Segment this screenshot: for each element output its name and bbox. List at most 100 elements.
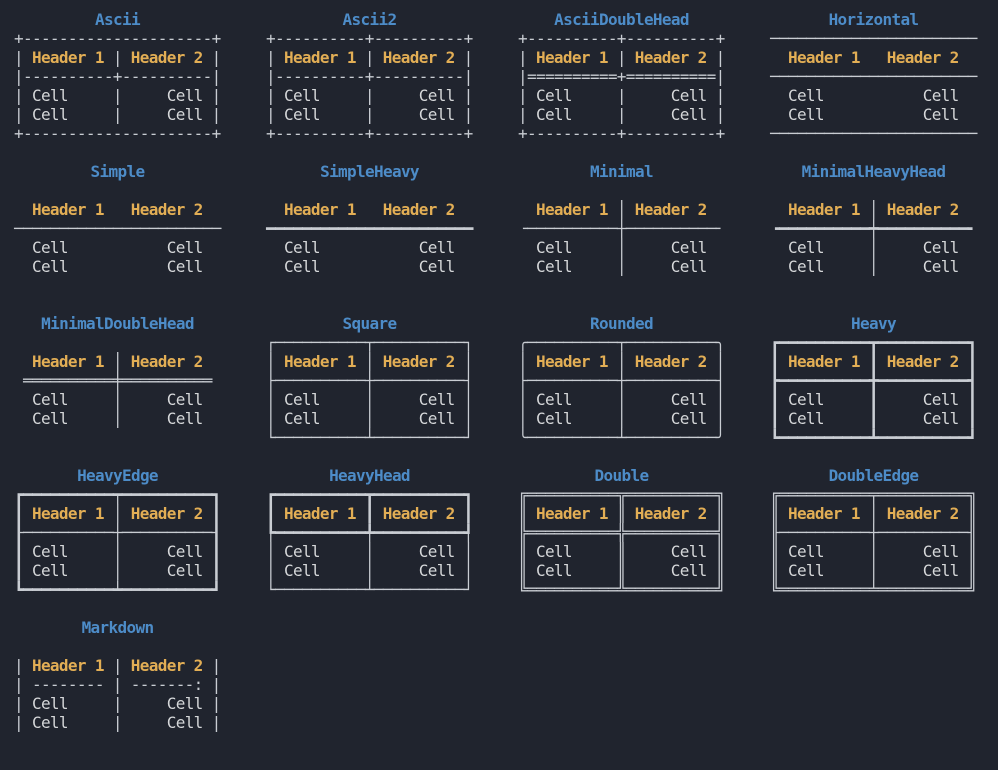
table-line: +---------------------+ <box>14 29 221 48</box>
border-chars: ║ <box>608 504 635 523</box>
header-text: Header 1 <box>536 352 608 371</box>
border-chars <box>626 561 671 580</box>
border-chars <box>572 561 617 580</box>
border-chars: │ <box>869 257 878 276</box>
table-line: ╺━━━━━━━━━━┿━━━━━━━━━━╸ <box>770 219 977 238</box>
cell-text: Cell <box>536 105 572 124</box>
table-line: Cell │ Cell <box>14 409 221 428</box>
border-chars <box>122 694 167 713</box>
cell-text: Cell <box>419 238 455 257</box>
cell-text: Cell <box>32 409 68 428</box>
table-line <box>770 276 977 295</box>
border-chars: ┃ <box>869 409 878 428</box>
cell-text: Cell <box>167 238 203 257</box>
border-chars: │ <box>716 409 725 428</box>
box-style-title: MinimalDoubleHead <box>14 314 221 333</box>
header-text: Header 1 <box>788 352 860 371</box>
header-text: Header 1 <box>284 504 356 523</box>
border-chars <box>68 409 113 428</box>
header-text: Header 1 <box>284 48 356 67</box>
table-line: ┗━━━━━━━━━━┻━━━━━━━━━━┛ <box>770 428 977 447</box>
border-chars <box>455 105 464 124</box>
box-style-title: MinimalHeavyHead <box>770 162 977 181</box>
box-style-title: Simple <box>14 162 221 181</box>
border-chars: | <box>518 86 536 105</box>
border-chars <box>455 542 464 561</box>
table-line: │ Cell │ Cell │ <box>518 390 725 409</box>
cell-text: Cell <box>284 542 320 561</box>
border-chars <box>626 542 671 561</box>
table-line: +----------+----------+ <box>518 29 725 48</box>
header-text: Header 1 <box>284 200 356 219</box>
table-line <box>14 428 221 447</box>
border-chars: ╚══════════╧══════════╝ <box>770 580 977 599</box>
border-chars <box>203 86 212 105</box>
border-chars: ┃ <box>770 352 788 371</box>
border-chars <box>626 238 671 257</box>
border-chars: │ <box>617 200 626 219</box>
border-chars: ║ <box>968 561 977 580</box>
border-chars: | <box>266 105 284 124</box>
border-chars: | <box>14 713 32 732</box>
table-line: ║ Header 1 │ Header 2 ║ <box>770 504 977 523</box>
cell-text: Cell <box>923 105 959 124</box>
border-chars <box>203 409 221 428</box>
table-line: +---------------------+ <box>14 124 221 143</box>
header-text: Header 2 <box>887 48 959 67</box>
cell-text: Cell <box>32 257 68 276</box>
border-chars: │ <box>617 257 626 276</box>
border-chars: │ <box>266 390 284 409</box>
border-chars <box>122 409 167 428</box>
border-chars <box>770 48 788 67</box>
border-chars: ║ <box>770 504 788 523</box>
cell-text: Cell <box>32 86 68 105</box>
border-chars <box>770 238 788 257</box>
border-chars: ║ <box>518 504 536 523</box>
header-text: Header 1 <box>284 352 356 371</box>
border-chars: ║ <box>716 542 725 561</box>
box-style-title: SimpleHeavy <box>266 162 473 181</box>
border-chars <box>626 86 671 105</box>
border-chars: │ <box>617 390 626 409</box>
cell-text: Cell <box>923 257 959 276</box>
box-style-title: AsciiDoubleHead <box>518 10 725 29</box>
cell-text: Cell <box>284 257 320 276</box>
border-chars: |----------+----------| <box>266 67 473 86</box>
border-chars <box>824 86 923 105</box>
border-chars: | <box>464 86 473 105</box>
header-text: Header 2 <box>383 352 455 371</box>
border-chars <box>572 238 617 257</box>
table-line: └──────────┴──────────┘ <box>266 580 473 599</box>
table-line: |==========+==========| <box>518 67 725 86</box>
box-style-title: Horizontal <box>770 10 977 29</box>
border-chars <box>707 409 716 428</box>
header-text: Header 1 <box>536 48 608 67</box>
border-chars <box>878 257 923 276</box>
table-line: ┏━━━━━━━━━━┳━━━━━━━━━━┓ <box>266 485 473 504</box>
table-line: Cell │ Cell <box>770 257 977 276</box>
table-line <box>14 295 221 314</box>
cell-text: Cell <box>167 86 203 105</box>
border-chars: | <box>203 48 221 67</box>
table-line: | Header 1 | Header 2 | <box>518 48 725 67</box>
border-chars: ╟──────────┼──────────╢ <box>770 523 977 542</box>
cell-text: Cell <box>284 105 320 124</box>
table-line: ┃ Cell ┃ Cell ┃ <box>770 390 977 409</box>
table-line: ║ Cell │ Cell ║ <box>770 542 977 561</box>
cell-text: Cell <box>167 390 203 409</box>
border-chars: | <box>14 86 32 105</box>
border-chars <box>374 86 419 105</box>
box-style-asciidoublehead: AsciiDoubleHead+----------+----------+| … <box>518 10 725 162</box>
table-line: ╠══════════╬══════════╣ <box>518 523 725 542</box>
cell-text: Cell <box>419 105 455 124</box>
border-chars <box>626 390 671 409</box>
box-style-horizontal: Horizontal─────────────────────── Header… <box>770 10 977 162</box>
border-chars <box>104 352 113 371</box>
border-chars <box>14 390 32 409</box>
table-line: ├──────────┼──────────┤ <box>266 371 473 390</box>
border-chars <box>320 238 419 257</box>
border-chars: ║ <box>518 561 536 580</box>
box-style-square: Square┌──────────┬──────────┐│ Header 1 … <box>266 314 473 466</box>
table-line: ║ Cell ║ Cell ║ <box>518 542 725 561</box>
